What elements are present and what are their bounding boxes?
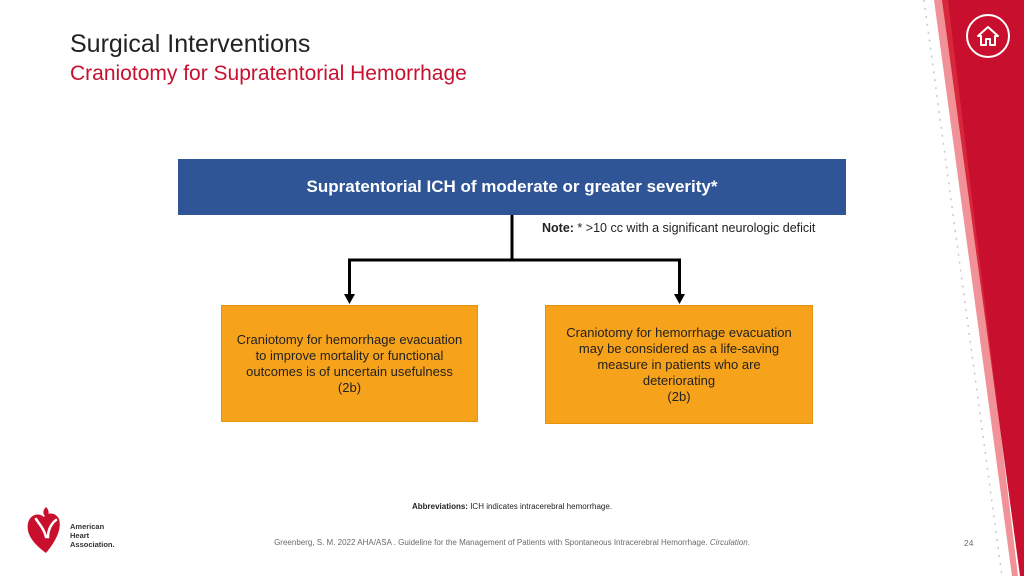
top-node-label: Supratentorial ICH of moderate or greate… bbox=[306, 177, 718, 196]
note-label: Note: bbox=[542, 221, 574, 235]
slide-title: Surgical Interventions bbox=[70, 30, 311, 58]
home-icon bbox=[977, 26, 999, 46]
citation-journal: Circulation bbox=[709, 538, 748, 547]
citation-main: Greenberg, S. M. 2022 AHA/ASA . Guidelin… bbox=[274, 538, 710, 547]
page-number: 24 bbox=[964, 538, 974, 548]
logo-wordmark: American Heart Association. bbox=[70, 522, 115, 549]
decorative-red-banner bbox=[923, 0, 1024, 576]
arrowhead-right bbox=[674, 294, 685, 304]
flowchart-right-node: Craniotomy for hemorrhage evacuation may… bbox=[545, 305, 813, 424]
home-button[interactable] bbox=[966, 14, 1010, 58]
left-node-label: Craniotomy for hemorrhage evacuation to … bbox=[236, 331, 463, 395]
severity-note: Note: * >10 cc with a significant neurol… bbox=[542, 221, 815, 235]
flowchart-top-node: Supratentorial ICH of moderate or greate… bbox=[178, 159, 846, 215]
slide-subtitle: Craniotomy for Supratentorial Hemorrhage bbox=[70, 62, 467, 85]
citation: Greenberg, S. M. 2022 AHA/ASA . Guidelin… bbox=[0, 538, 1024, 547]
note-text: * >10 cc with a significant neurologic d… bbox=[573, 221, 816, 235]
flowchart-left-node: Craniotomy for hemorrhage evacuation to … bbox=[221, 305, 478, 422]
abbreviations-text: ICH indicates intracerebral hemorrhage. bbox=[467, 502, 613, 511]
citation-end: . bbox=[747, 538, 750, 547]
abbreviations-label: Abbreviations: bbox=[411, 502, 468, 511]
arrowhead-left bbox=[344, 294, 355, 304]
abbreviations-footnote: Abbreviations: ICH indicates intracerebr… bbox=[0, 502, 1024, 511]
right-node-label: Craniotomy for hemorrhage evacuation may… bbox=[566, 324, 792, 404]
heart-torch-icon bbox=[27, 507, 60, 553]
